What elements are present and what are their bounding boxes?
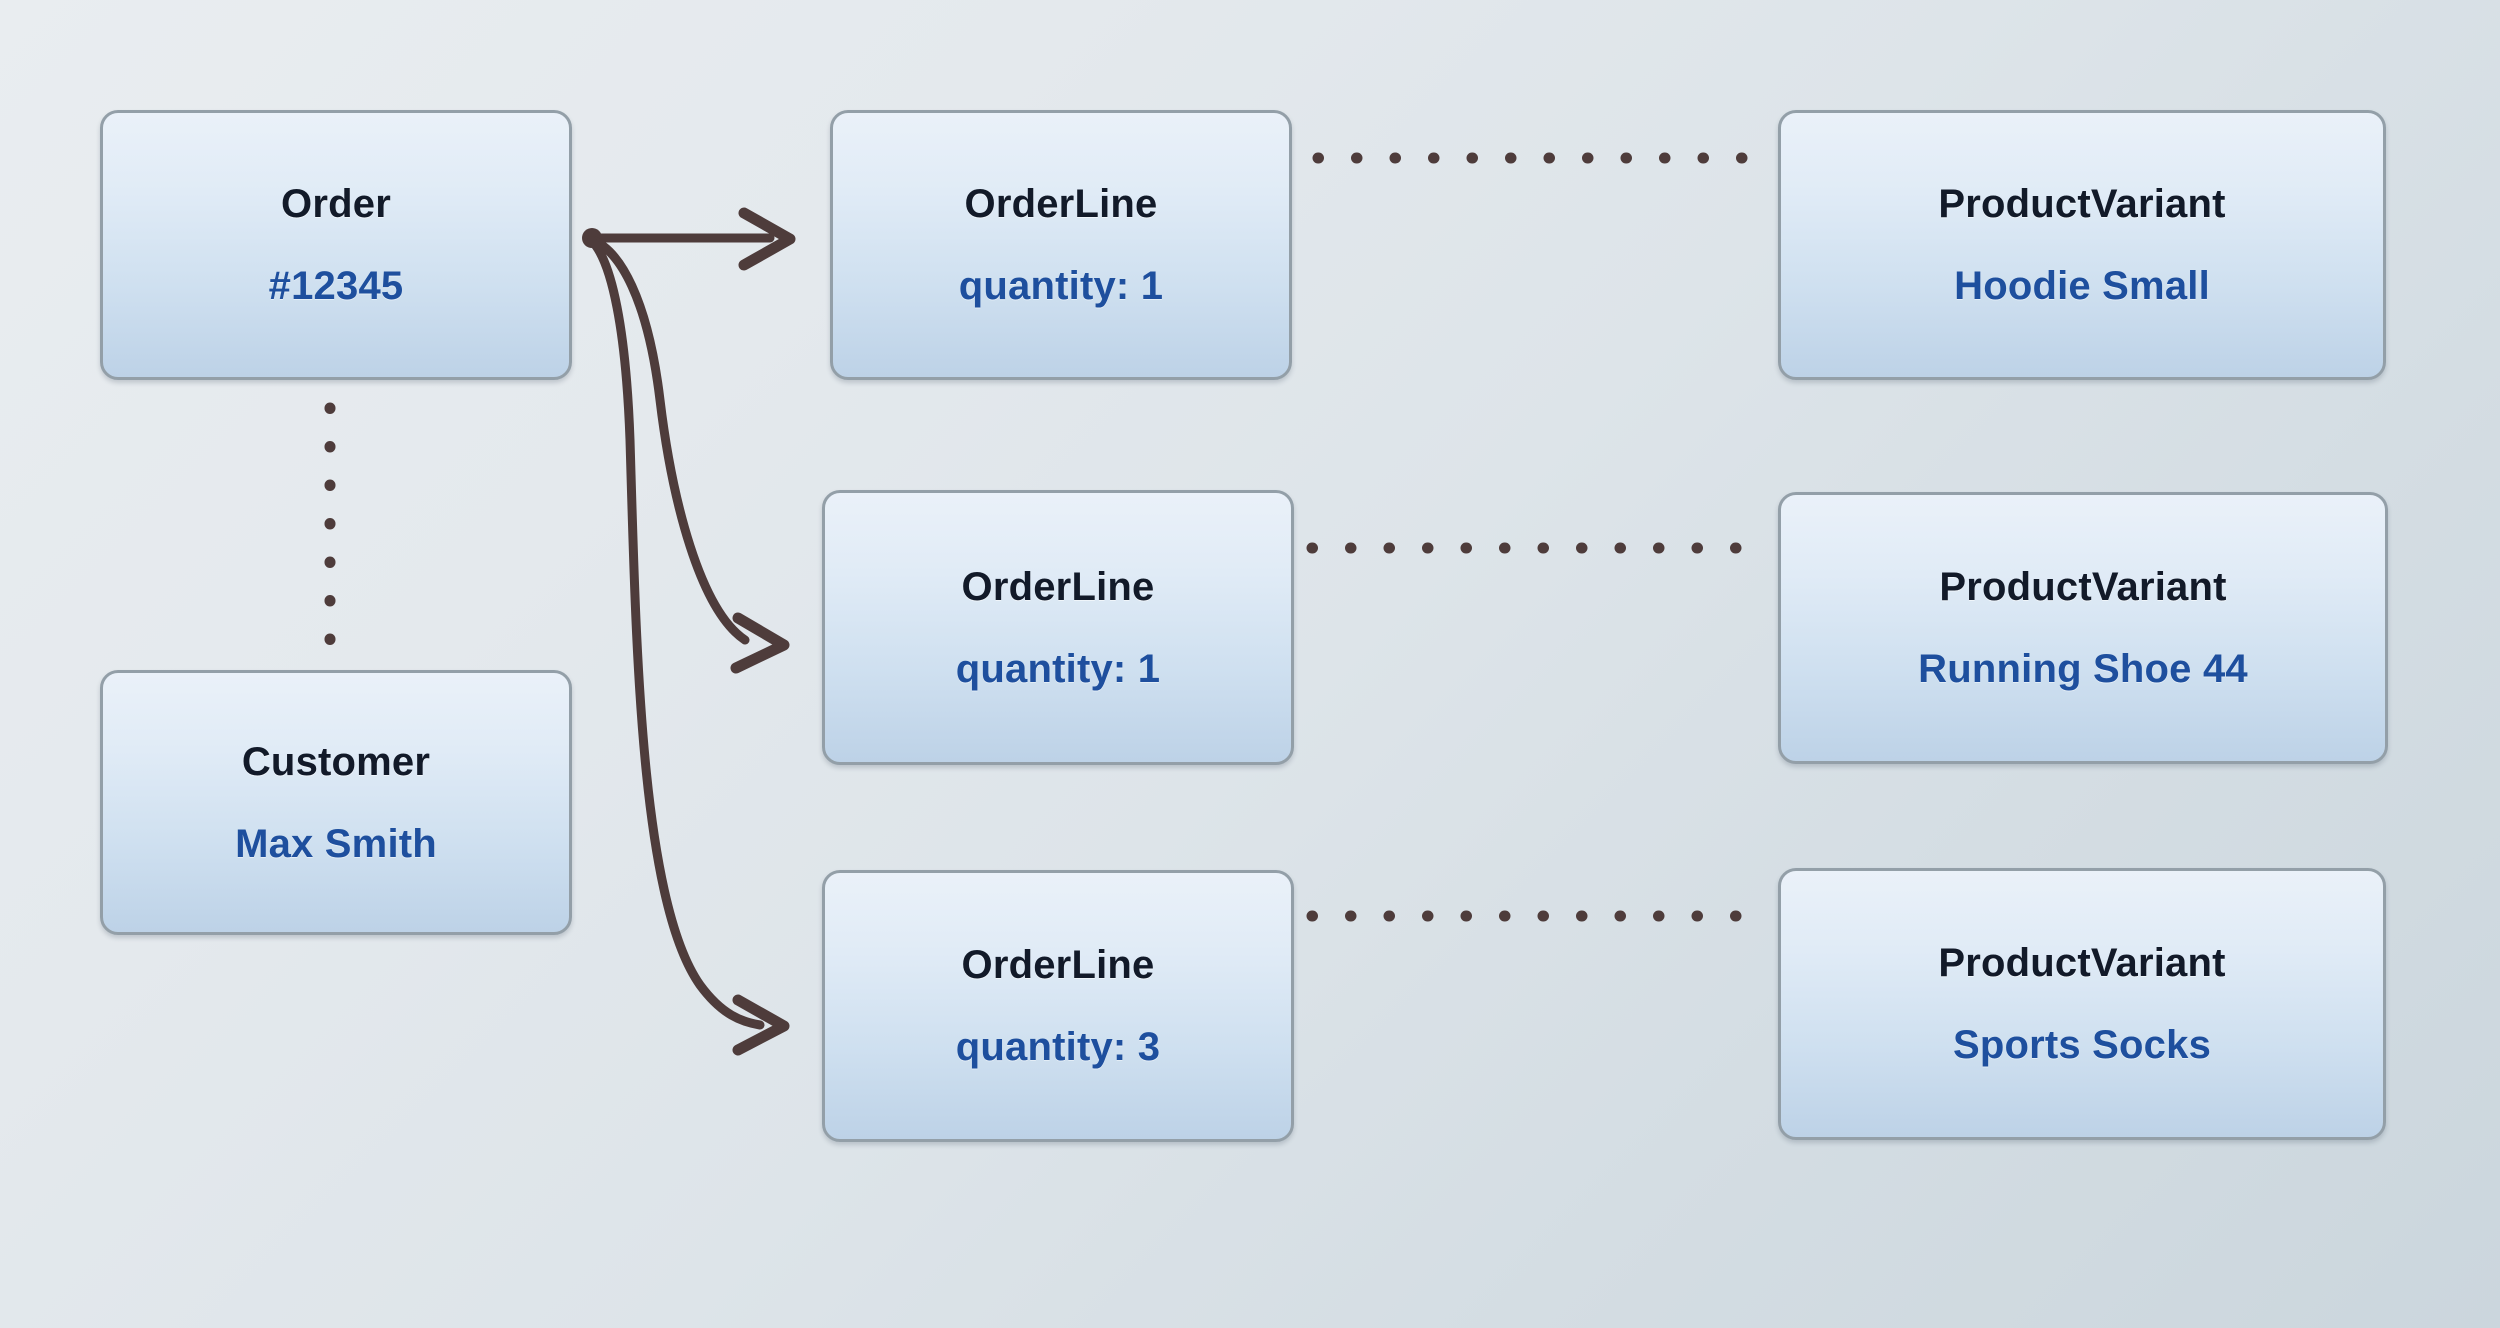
node-productvariant-2-title: ProductVariant xyxy=(1939,565,2227,609)
node-orderline-2-title: OrderLine xyxy=(961,564,1155,609)
node-orderline-1-title: OrderLine xyxy=(964,182,1158,226)
node-productvariant-3-title: ProductVariant xyxy=(1938,941,2226,985)
edge-order-to-orderline-1-arrowhead xyxy=(738,207,796,271)
node-order-title: Order xyxy=(281,182,391,226)
node-orderline-1[interactable]: OrderLine quantity: 1 xyxy=(830,110,1292,380)
node-order[interactable]: Order #12345 xyxy=(100,110,572,380)
node-customer[interactable]: Customer Max Smith xyxy=(100,670,572,935)
edge-order-to-orderline-3-line xyxy=(587,236,765,1030)
edge-order-to-orderline-3-arrowhead xyxy=(732,994,790,1056)
node-productvariant-1[interactable]: ProductVariant Hoodie Small xyxy=(1778,110,2386,380)
node-orderline-2[interactable]: OrderLine quantity: 1 xyxy=(822,490,1294,765)
branch-origin-dot xyxy=(582,228,602,248)
node-productvariant-2[interactable]: ProductVariant Running Shoe 44 xyxy=(1778,492,2388,764)
node-customer-subtitle: Max Smith xyxy=(235,821,437,866)
node-order-subtitle: #12345 xyxy=(268,264,404,308)
node-orderline-3-title: OrderLine xyxy=(961,943,1155,987)
node-productvariant-3-subtitle: Sports Socks xyxy=(1952,1023,2212,1067)
edge-order-to-orderline-2-arrowhead xyxy=(730,612,790,674)
node-orderline-3-subtitle: quantity: 3 xyxy=(955,1025,1161,1069)
node-orderline-2-subtitle: quantity: 1 xyxy=(955,646,1161,691)
node-productvariant-1-title: ProductVariant xyxy=(1938,182,2226,226)
node-productvariant-2-subtitle: Running Shoe 44 xyxy=(1918,647,2248,691)
edge-order-to-orderline-2-line xyxy=(587,235,750,645)
node-orderline-3[interactable]: OrderLine quantity: 3 xyxy=(822,870,1294,1142)
node-customer-title: Customer xyxy=(241,739,431,784)
node-productvariant-1-subtitle: Hoodie Small xyxy=(1954,264,2210,308)
node-productvariant-3[interactable]: ProductVariant Sports Socks xyxy=(1778,868,2386,1140)
node-orderline-1-subtitle: quantity: 1 xyxy=(958,264,1164,308)
